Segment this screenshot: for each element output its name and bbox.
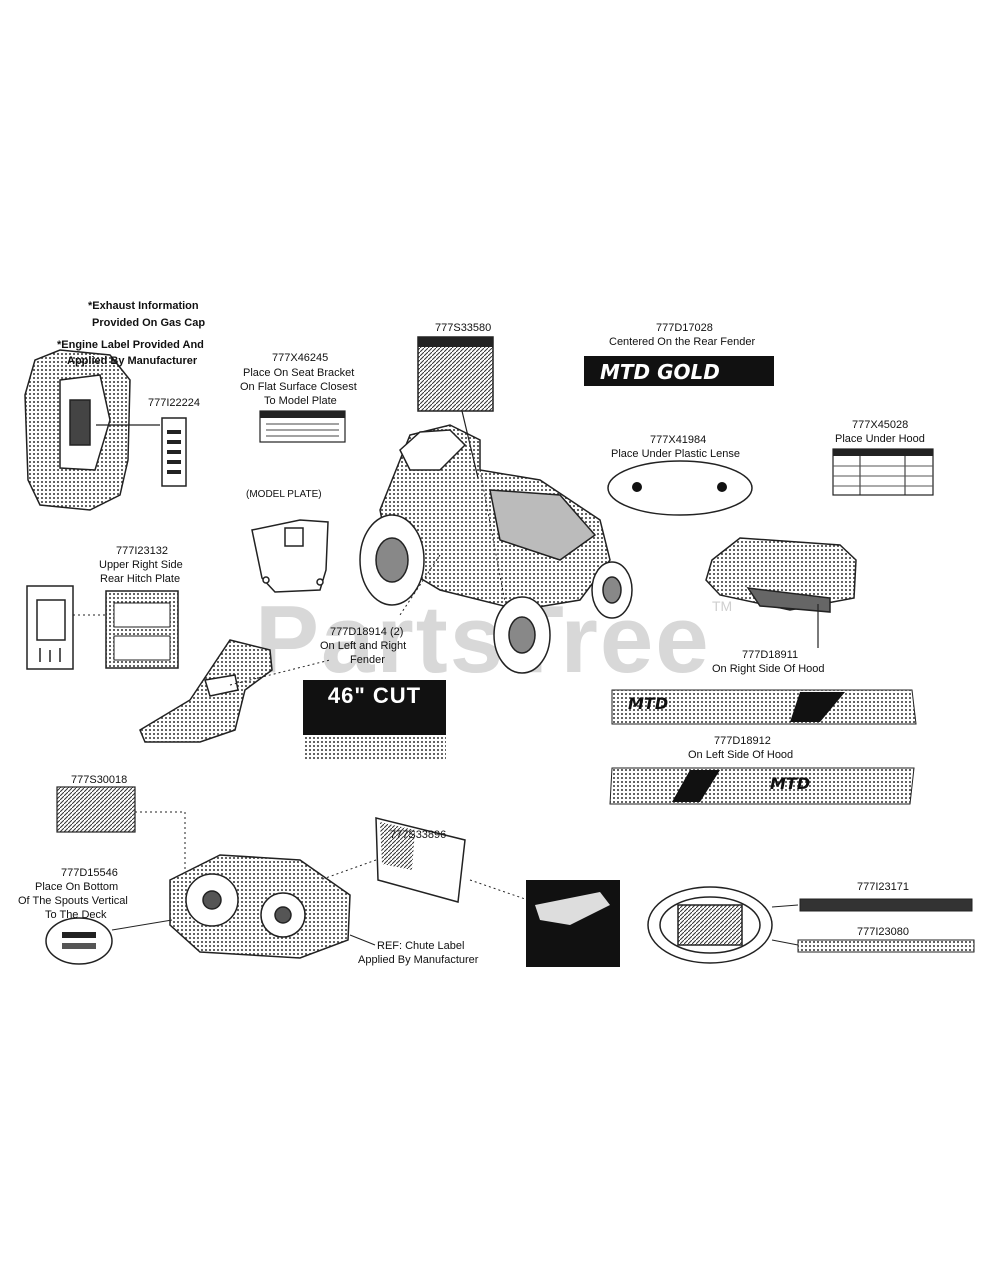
note-777D15546-2: Of The Spouts Vertical xyxy=(18,895,128,907)
hitch-plate-drawing xyxy=(26,585,74,670)
leader-deck-3 xyxy=(111,919,173,931)
model-plate-label: (MODEL PLATE) xyxy=(246,489,322,500)
cut-decal-text: 46" CUT xyxy=(327,683,422,708)
decal-777I22224 xyxy=(161,417,187,487)
deck-drawing xyxy=(169,854,351,959)
leader-tractor-2 xyxy=(479,469,506,603)
oval-panel-drawing xyxy=(647,886,773,964)
leader-tractor-3 xyxy=(399,554,441,616)
decal-777S33580 xyxy=(417,336,494,412)
engine-drawing xyxy=(24,349,131,511)
note-exhaust-2: Provided On Gas Cap xyxy=(92,317,206,329)
note-777X41984: Place Under Plastic Lense xyxy=(611,448,741,460)
part-777I22224: 777I22224 xyxy=(148,397,200,409)
note-exhaust-1: *Exhaust Information xyxy=(88,300,199,312)
note-777I23132-2: Rear Hitch Plate xyxy=(100,573,181,585)
brand-mtd-gold: MTD GOLD xyxy=(600,360,720,384)
note-777X45028: Place Under Hood xyxy=(835,433,925,445)
tractor-drawing xyxy=(359,424,633,674)
hood-drawing xyxy=(705,537,857,613)
leader-strip-1 xyxy=(771,904,799,908)
leader-tractor-1 xyxy=(461,410,479,479)
leader-deck-4 xyxy=(319,859,377,881)
decal-777I23080 xyxy=(797,939,975,953)
part-777I23132: 777I23132 xyxy=(116,545,168,557)
part-777D15546: 777D15546 xyxy=(61,867,118,879)
note-777D15546-3: To The Deck xyxy=(45,909,107,921)
brand-mtd-left: MTD xyxy=(770,774,811,793)
note-engine-2: Applied By Manufacturer xyxy=(67,355,198,367)
decal-777X46245 xyxy=(259,410,346,443)
part-777X46245: 777X46245 xyxy=(272,352,329,364)
note-777D18914-2: Fender xyxy=(350,654,385,666)
note-777D15546-1: Place On Bottom xyxy=(35,881,119,893)
note-777D18912: On Left Side Of Hood xyxy=(688,749,794,761)
decal-777I23132 xyxy=(105,590,179,669)
watermark: PartsTree xyxy=(255,586,711,693)
chute-photo xyxy=(526,880,620,967)
seat-bracket-drawing xyxy=(251,519,329,593)
leader-strip-2 xyxy=(771,939,799,946)
note-777X46245-2: On Flat Surface Closest xyxy=(240,381,357,393)
note-777X46245-3: To Model Plate xyxy=(264,395,337,407)
note-777I23132-1: Upper Right Side xyxy=(99,559,183,571)
decal-777D18912 xyxy=(609,767,915,805)
part-777D18912: 777D18912 xyxy=(714,735,771,747)
part-777X45028: 777X45028 xyxy=(852,419,909,431)
decal-777D17028 xyxy=(584,356,774,386)
part-777I23080: 777I23080 xyxy=(857,926,909,938)
decal-777S30018 xyxy=(56,786,136,833)
part-777I23171: 777I23171 xyxy=(857,881,909,893)
part-777S33580: 777S33580 xyxy=(435,322,492,334)
note-777D18911: On Right Side Of Hood xyxy=(712,663,825,675)
part-777D17028: 777D17028 xyxy=(656,322,713,334)
note-777D17028: Centered On the Rear Fender xyxy=(609,336,756,348)
watermark-tm: TM xyxy=(712,598,733,614)
part-777D18911: 777D18911 xyxy=(742,649,799,661)
ref-chute-1: REF: Chute Label xyxy=(377,940,465,952)
part-777D18914: 777D18914 (2) xyxy=(330,626,404,638)
leader-fender xyxy=(229,659,331,686)
leader-chute xyxy=(349,934,376,946)
ref-chute-2: Applied By Manufacturer xyxy=(358,954,479,966)
part-777X41984: 777X41984 xyxy=(650,434,707,446)
fender-drawing xyxy=(139,639,273,743)
decal-777D18911 xyxy=(611,689,917,725)
part-777S33896: 777S33896 xyxy=(390,829,447,841)
part-777S30018: 777S30018 xyxy=(71,774,128,786)
decal-777X41984 xyxy=(607,460,753,516)
note-777D18914-1: On Left and Right xyxy=(320,640,407,652)
decal-777D15546 xyxy=(45,917,113,965)
note-engine-1: *Engine Label Provided And xyxy=(57,339,204,351)
leader-chute-photo xyxy=(469,879,529,901)
decal-777X45028 xyxy=(832,448,934,496)
decal-777I23171 xyxy=(799,898,973,912)
decal-777S33896 xyxy=(375,817,466,903)
decal-46-cut xyxy=(303,680,446,760)
brand-mtd-right: MTD xyxy=(628,694,669,713)
note-777X46245-1: Place On Seat Bracket xyxy=(243,367,355,379)
